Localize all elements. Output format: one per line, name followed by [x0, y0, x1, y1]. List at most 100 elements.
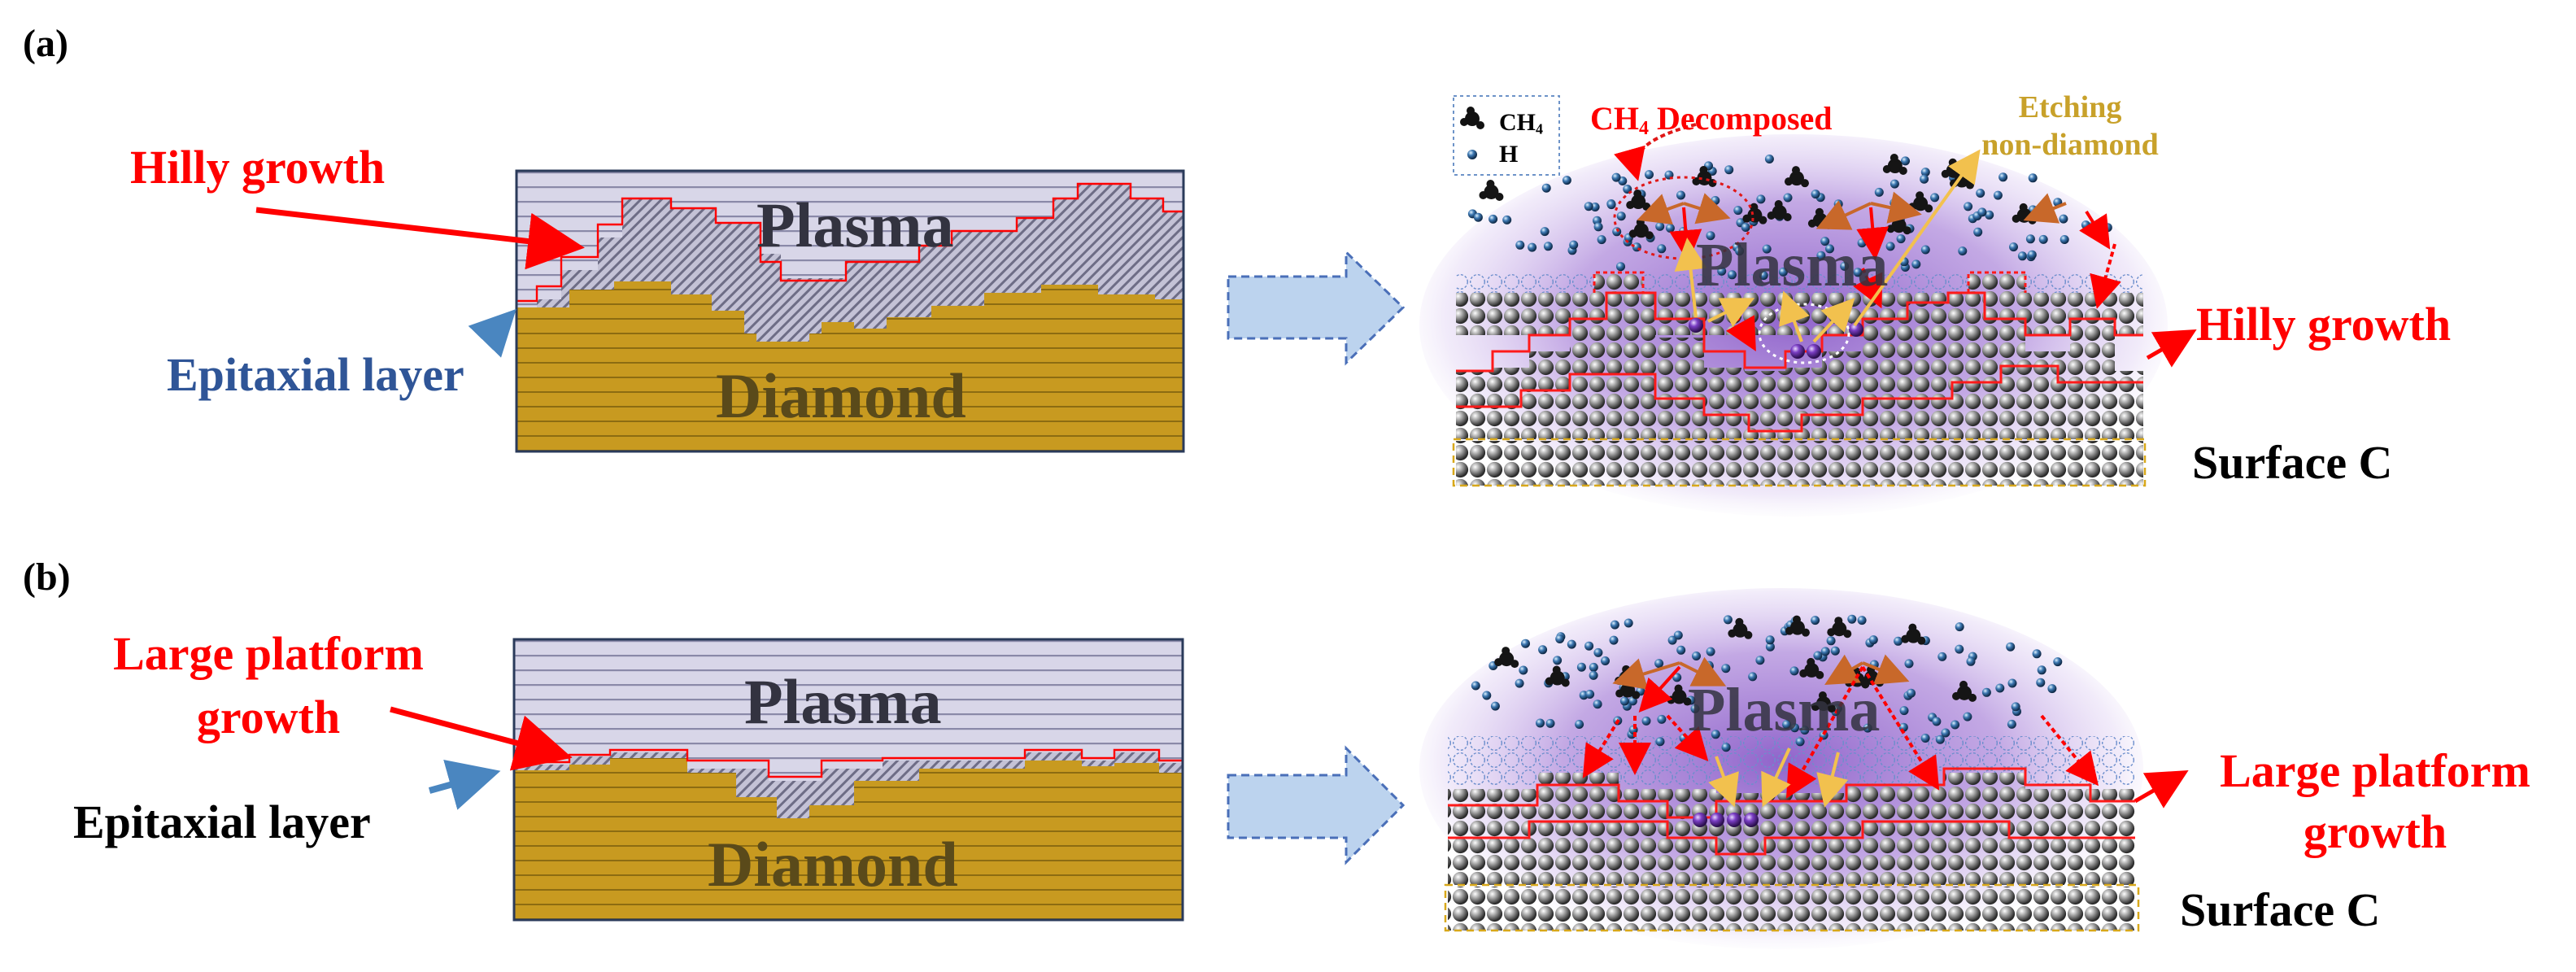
- panel-a-h-atom-50: [1816, 251, 1826, 260]
- panel-a-h-atom-4: [1676, 190, 1685, 200]
- panel-a-h-atom-0: [2028, 173, 2038, 183]
- panel-b-h-atom-80: [1667, 635, 1677, 645]
- panel-b-h-atom-83: [1935, 734, 1945, 744]
- panel-b-reaction-arrow-6: [1861, 665, 1940, 791]
- panel-a-h-atom-90: [1759, 271, 1768, 281]
- panel-a-h-atom-103: [1728, 270, 1737, 280]
- panel-b-h-atom-84: [1589, 670, 1598, 680]
- panel-a-h-atom-83: [1593, 222, 1603, 232]
- panel-b-schematic: [390, 638, 1184, 922]
- panel-a-h-atom-86: [1515, 240, 1525, 250]
- panel-b-h-atom-69: [1830, 646, 1840, 656]
- panel-a-epitaxial-label: Epitaxial layer: [167, 348, 464, 401]
- panel-a-surface-box: [1452, 438, 2147, 487]
- panel-b-h-atom-95: [1941, 728, 1951, 738]
- panel-b-h-atom-113: [1641, 716, 1651, 726]
- panel-b-h-atom-119: [1657, 714, 1667, 724]
- panel-a-h-atom-65: [1896, 234, 1906, 244]
- panel-b-h-atom-7: [1711, 730, 1720, 739]
- panel-b-h-atom-92: [1601, 656, 1610, 665]
- panel-a-reaction-arrow-0: [1637, 194, 1685, 224]
- panel-b-atomic: [1419, 588, 2189, 949]
- panel-b-h-atom-68: [1755, 656, 1765, 665]
- panel-b-right-growth-pointer: [2134, 769, 2189, 809]
- panel-a-h-atom-99: [1920, 174, 1929, 184]
- panel-a-h-atom-57: [1612, 227, 1622, 237]
- panel-b-ch4-molecule-8: [1545, 665, 1570, 687]
- panel-a-diamond-region: [517, 281, 1183, 451]
- panel-b-h-atom-94: [1995, 683, 2005, 693]
- panel-b-h-atom-19: [2007, 719, 2016, 729]
- panel-b-diamond-region: [514, 758, 1183, 920]
- panel-a-substrate-atoms: [1456, 371, 2143, 439]
- panel-a-h-atom-25: [1840, 261, 1850, 271]
- panel-b-h-atom-31: [1963, 712, 1972, 721]
- panel-a-reaction-arrow-14: [1812, 298, 1855, 343]
- panel-b-reaction-arrow-1: [1679, 656, 1727, 687]
- panel-a-h-atom-80: [1993, 190, 2003, 200]
- panel-b-h-atom-55: [2007, 678, 2017, 688]
- panel-b-h-atom-47: [1721, 664, 1731, 673]
- panel-a-h-atom-95: [1778, 267, 1788, 277]
- panel-a-h-atom-35: [1590, 203, 1600, 211]
- panel-b-h-atom-64: [2047, 684, 2057, 694]
- panel-a-h-atom-73: [1528, 242, 1537, 252]
- panel-a-ch4-molecule-2: [1742, 203, 1767, 224]
- panel-a-atomic: [1419, 95, 2197, 517]
- etching-label-line1: Etching: [2018, 90, 2122, 124]
- panel-a-h-atom-70: [2059, 235, 2069, 244]
- panel-a-h-atom-37: [1543, 242, 1553, 251]
- panel-a-ch4-molecule-12: [1767, 199, 1792, 221]
- panel-a-hilly-growth-line: [517, 182, 1183, 303]
- panel-a-hill-atoms-2: [1968, 272, 2025, 293]
- panel-b-reaction-arrow-9: [1582, 718, 1620, 778]
- panel-b-h-atom-86: [1619, 696, 1629, 706]
- panel-a-h-atom-105: [1597, 235, 1606, 245]
- panel-b-h-atom-98: [1868, 635, 1878, 645]
- panel-b-surface-label: Surface C: [2180, 883, 2381, 936]
- panel-a-h-atom-108: [1616, 262, 1625, 272]
- panel-b-h-atom-2: [1584, 641, 1594, 651]
- panel-a-h-atom-63: [2081, 220, 2090, 230]
- panel-b-reaction-arrow-13: [1816, 752, 1849, 808]
- panel-a-reaction-arrow-5: [1856, 207, 1890, 260]
- panel-b-h-atom-42: [1655, 737, 1665, 747]
- panel-a-transition-arrow: [1227, 249, 1406, 366]
- panel-b-h-atom-67: [1576, 662, 1586, 672]
- panel-a-h-atom-107: [1706, 231, 1715, 241]
- panel-b-h-atom-23: [2036, 678, 2046, 687]
- panel-b-h-atom-90: [1490, 701, 1500, 711]
- panel-b-ch4-molecule-13: [1952, 680, 1977, 702]
- legend-h-icon: [1467, 150, 1477, 159]
- panel-a-hill-atoms-1: [1594, 272, 1643, 293]
- panel-a-ch4-molecule-0: [1882, 153, 1907, 175]
- panel-a-h-atom-44: [1911, 259, 1921, 269]
- panel-b-nondiamond-atom-2: [1710, 813, 1724, 827]
- panel-b-epitaxial-pointer: [428, 760, 501, 810]
- panel-a-reaction-arrow-11: [1674, 238, 1707, 318]
- panel-b-h-atom-75: [1966, 656, 1976, 666]
- panel-a-h-atom-53: [1783, 193, 1793, 203]
- panel-b-h-atom-5: [1899, 706, 1909, 716]
- panel-a-reaction-arrow-8: [1725, 308, 1756, 351]
- panel-b-h-atom-78: [1932, 717, 1942, 726]
- panel-a-h-atom-12: [1665, 224, 1675, 233]
- panel-a-h-atom-55: [1733, 206, 1743, 216]
- panel-b-right-growth-line2: growth: [2303, 805, 2447, 859]
- panel-a-h-atom-59: [1569, 240, 1579, 250]
- panel-a-ch4-molecule-3: [1692, 165, 1717, 187]
- panel-b-h-atom-87: [1575, 720, 1584, 729]
- panel-b-ch4-molecule-7: [1827, 617, 1852, 639]
- panel-b-h-atom-103: [1624, 618, 1633, 628]
- panel-b-h-atom-45: [1863, 723, 1872, 733]
- panel-b-h-atom-37: [1723, 615, 1733, 625]
- panel-b-h-atom-109: [1894, 636, 1903, 646]
- panel-a-h-atom-68: [1489, 214, 1498, 224]
- panel-a-plasma-label: Plasma: [756, 190, 954, 260]
- panel-a-reaction-arrow-7: [2079, 210, 2111, 250]
- panel-b-h-atom-10: [1706, 647, 1715, 656]
- panel-a-surface-label: Surface C: [2192, 436, 2393, 489]
- panel-a-right-growth-pointer: [2146, 329, 2197, 368]
- panel-b-h-atom-99: [1782, 720, 1792, 730]
- legend-h-label: H: [1499, 141, 1519, 168]
